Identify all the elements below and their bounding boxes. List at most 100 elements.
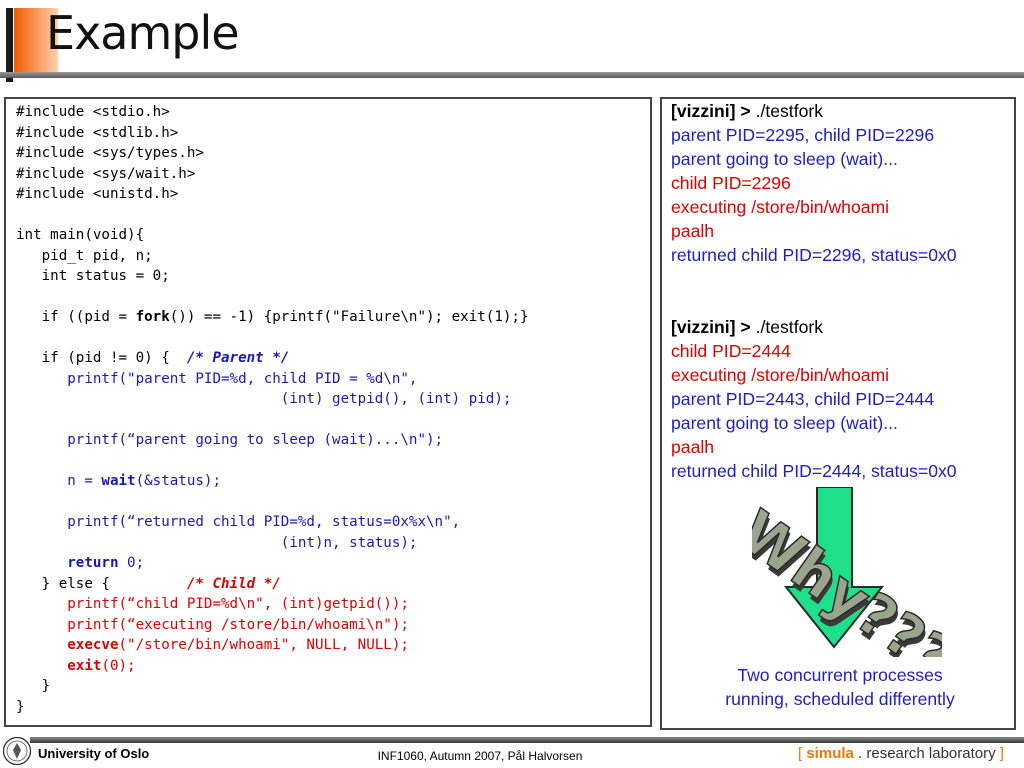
code-line: printf(“executing /store/bin/whoami\n"); [16, 615, 529, 636]
footer-rule [30, 737, 1024, 743]
course-info: INF1060, Autumn 2007, Pål Halvorsen [377, 749, 583, 763]
output-line [671, 291, 957, 315]
output-token: parent going to sleep (wait)... [671, 413, 898, 433]
slide-title: Example [46, 6, 240, 60]
output-token: returned child PID=2296, status=0x0 [671, 245, 957, 265]
code-line: return 0; [16, 553, 529, 574]
output-line: paalh [671, 435, 957, 459]
output-line: [vizzini] > ./testfork [671, 99, 957, 123]
code-line: printf(“returned child PID=%d, status=0x… [16, 512, 529, 533]
code-token: ()) == -1) {printf("Failure\n"); exit(1)… [169, 309, 529, 325]
output-token: parent PID=2295, child PID=2296 [671, 125, 935, 145]
simula-lab-text: . research laboratory [853, 745, 1000, 762]
code-token: fork [135, 309, 170, 325]
output-line: parent going to sleep (wait)... [671, 147, 957, 171]
output-token: ./testfork [755, 317, 824, 337]
code-line: #include <sys/types.h> [16, 143, 529, 164]
code-token: printf("parent PID=%d, child PID = %d\n"… [16, 370, 418, 387]
code-line: #include <sys/wait.h> [16, 164, 529, 185]
code-token: } [16, 678, 51, 694]
caption-line-2: running, scheduled differently [725, 689, 955, 709]
output-token: executing /store/bin/whoami [671, 197, 890, 217]
code-token: printf(“returned child PID=%d, status=0x… [16, 514, 461, 530]
code-token: int status = 0; [16, 268, 170, 284]
code-line: (int) getpid(), (int) pid); [16, 389, 529, 410]
code-line: printf(“parent going to sleep (wait)...\… [16, 430, 529, 451]
code-line: printf("parent PID=%d, child PID = %d\n"… [16, 369, 529, 390]
output-line: returned child PID=2444, status=0x0 [671, 459, 957, 483]
code-token: n = [16, 473, 102, 489]
university-name: University of Oslo [38, 746, 150, 761]
title-stripe [6, 8, 13, 82]
why-graphic: Why??? Why??? [726, 486, 967, 698]
output-line [671, 267, 957, 291]
code-token: return [67, 555, 119, 571]
university-seal-icon [2, 736, 32, 766]
output-token: [vizzini] > [671, 101, 756, 121]
code-line: if ((pid = fork()) == -1) {printf("Failu… [16, 307, 529, 328]
code-token: (&status); [135, 473, 222, 489]
code-token [16, 637, 67, 653]
code-line: pid_t pid, n; [16, 246, 529, 267]
title-rule [0, 72, 1024, 78]
output-line: [vizzini] > ./testfork [671, 315, 957, 339]
caption: Two concurrent processes running, schedu… [662, 663, 1018, 711]
output-line: parent PID=2443, child PID=2444 [671, 387, 957, 411]
code-line: } [16, 676, 529, 697]
code-token: /* Child */ [186, 575, 281, 592]
output-line: parent PID=2295, child PID=2296 [671, 123, 957, 147]
code-token: if ((pid = [16, 309, 136, 325]
code-token: exit [67, 657, 102, 674]
simula-name: simula [806, 745, 854, 762]
code-line: int main(void){ [16, 225, 529, 246]
code-line: #include <stdio.h> [16, 102, 529, 123]
output-token: returned child PID=2444, status=0x0 [671, 461, 957, 481]
code-line: (int)n, status); [16, 533, 529, 554]
code-line: exit(0); [16, 656, 529, 677]
code-token: execve [67, 637, 119, 653]
code-line [16, 205, 529, 226]
output-token: paalh [671, 437, 715, 457]
code-line [16, 328, 529, 349]
code-line [16, 410, 529, 431]
output-token: executing /store/bin/whoami [671, 365, 890, 385]
code-line: #include <stdlib.h> [16, 123, 529, 144]
code-line: printf(“child PID=%d\n", (int)getpid()); [16, 594, 529, 615]
code-panel: #include <stdio.h> #include <stdlib.h> #in… [4, 97, 652, 727]
code-token [16, 658, 67, 674]
code-token: #include <stdlib.h> [16, 124, 179, 141]
title-accent-block [14, 8, 58, 72]
output-line: child PID=2444 [671, 339, 957, 363]
output-line: parent going to sleep (wait)... [671, 411, 957, 435]
simula-logo: [ simula . research laboratory ] [798, 745, 1004, 762]
code-token: printf(“child PID=%d\n", (int)getpid()); [16, 596, 409, 612]
code-line: } else { /* Child */ [16, 574, 529, 595]
output-token: parent going to sleep (wait)... [671, 149, 898, 169]
output-token: parent PID=2443, child PID=2444 [671, 389, 935, 409]
code-token: (0); [101, 657, 136, 674]
code-token: (int) getpid(), (int) pid); [16, 391, 512, 407]
output-token: child PID=2296 [671, 173, 791, 193]
code-token: if (pid != 0) { [16, 350, 187, 366]
output-line: executing /store/bin/whoami [671, 195, 957, 219]
simula-bracket-close: ] [999, 745, 1004, 762]
code-token: int main(void){ [16, 227, 145, 243]
code-line [16, 451, 529, 472]
code-token: (int)n, status); [16, 534, 418, 551]
code-token: ("/store/bin/whoami", NULL, NULL); [118, 637, 409, 653]
code-line [16, 492, 529, 513]
caption-line-1: Two concurrent processes [737, 665, 943, 685]
output-token: paalh [671, 221, 715, 241]
output-line: returned child PID=2296, status=0x0 [671, 243, 957, 267]
code-token: } else { [16, 575, 187, 592]
code-token: /* Parent */ [186, 350, 290, 366]
code-token: pid_t pid, n; [16, 247, 153, 264]
code-token: 0; [118, 555, 145, 571]
code-line: n = wait(&status); [16, 471, 529, 492]
output-line: child PID=2296 [671, 171, 957, 195]
code-line: #include <unistd.h> [16, 184, 529, 205]
code-token: wait [101, 473, 136, 489]
code-token: #include <stdio.h> [16, 104, 170, 120]
